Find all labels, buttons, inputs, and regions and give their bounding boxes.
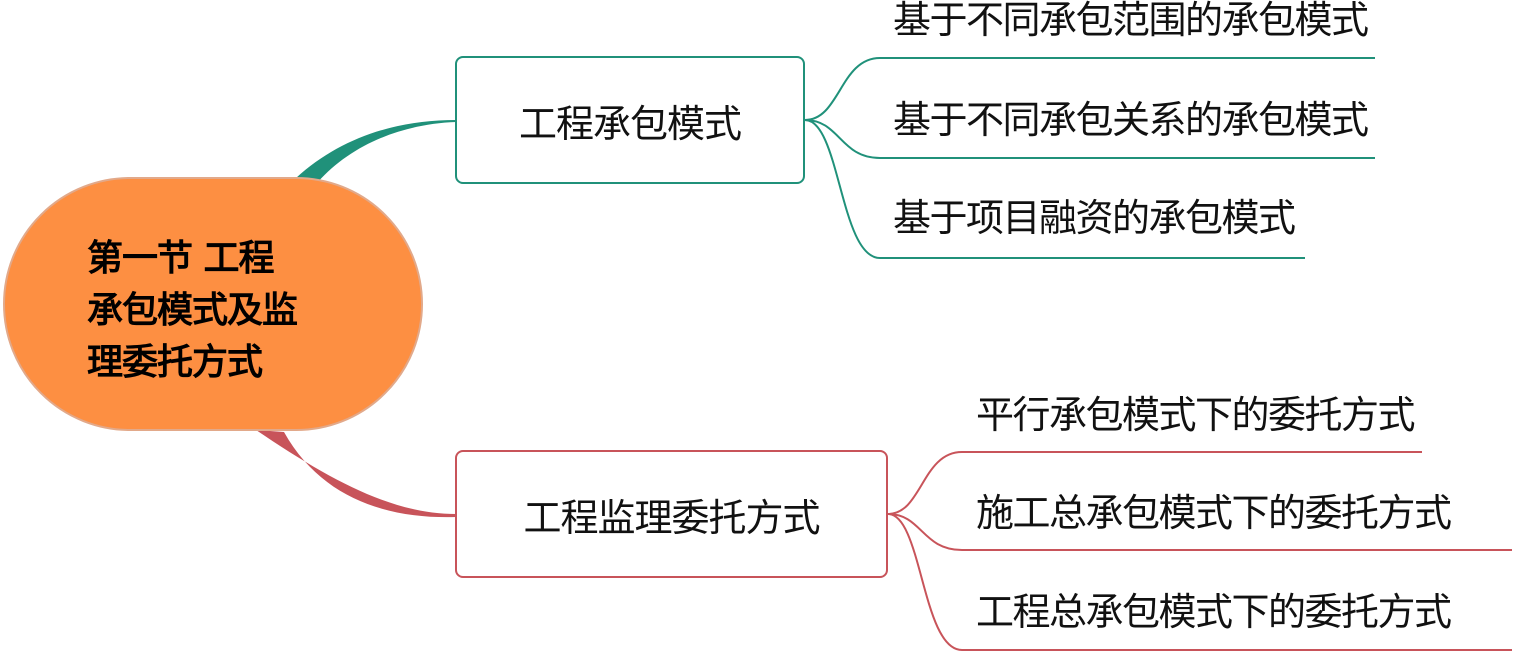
branch-1-leaf-3-connector [804, 119, 1305, 259]
root-topic[interactable]: 第一节 工程 承包模式及监 理委托方式 [3, 177, 423, 431]
branch-topic-label: 工程承包模式 [518, 101, 742, 146]
leaf-topic[interactable]: 基于不同承包关系的承包模式 [893, 98, 1369, 142]
leaf-topic[interactable]: 工程总承包模式下的委托方式 [976, 590, 1452, 634]
branch-2-leaf-1-connector [887, 451, 1422, 515]
leaf-topic[interactable]: 施工总承包模式下的委托方式 [976, 491, 1452, 535]
branch-1-leaf-1-connector [804, 57, 1375, 121]
leaf-topic[interactable]: 平行承包模式下的委托方式 [976, 393, 1416, 437]
branch-2-leaf-2-connector [887, 513, 1512, 551]
branch-2-leaf-3-connector [887, 513, 1512, 651]
root-topic-title: 第一节 工程 承包模式及监 理委托方式 [87, 238, 298, 383]
branch-topic-supervision-modes[interactable]: 工程监理委托方式 [455, 450, 888, 578]
root-to-branch-1-connector [296, 120, 456, 182]
root-to-branch-2-connector [256, 430, 456, 518]
leaf-topic[interactable]: 基于项目融资的承包模式 [893, 196, 1296, 240]
leaf-topic[interactable]: 基于不同承包范围的承包模式 [893, 0, 1369, 42]
branch-topic-label: 工程监理委托方式 [523, 495, 820, 540]
branch-1-leaf-2-connector [804, 119, 1375, 159]
branch-topic-contracting-modes[interactable]: 工程承包模式 [455, 56, 805, 184]
